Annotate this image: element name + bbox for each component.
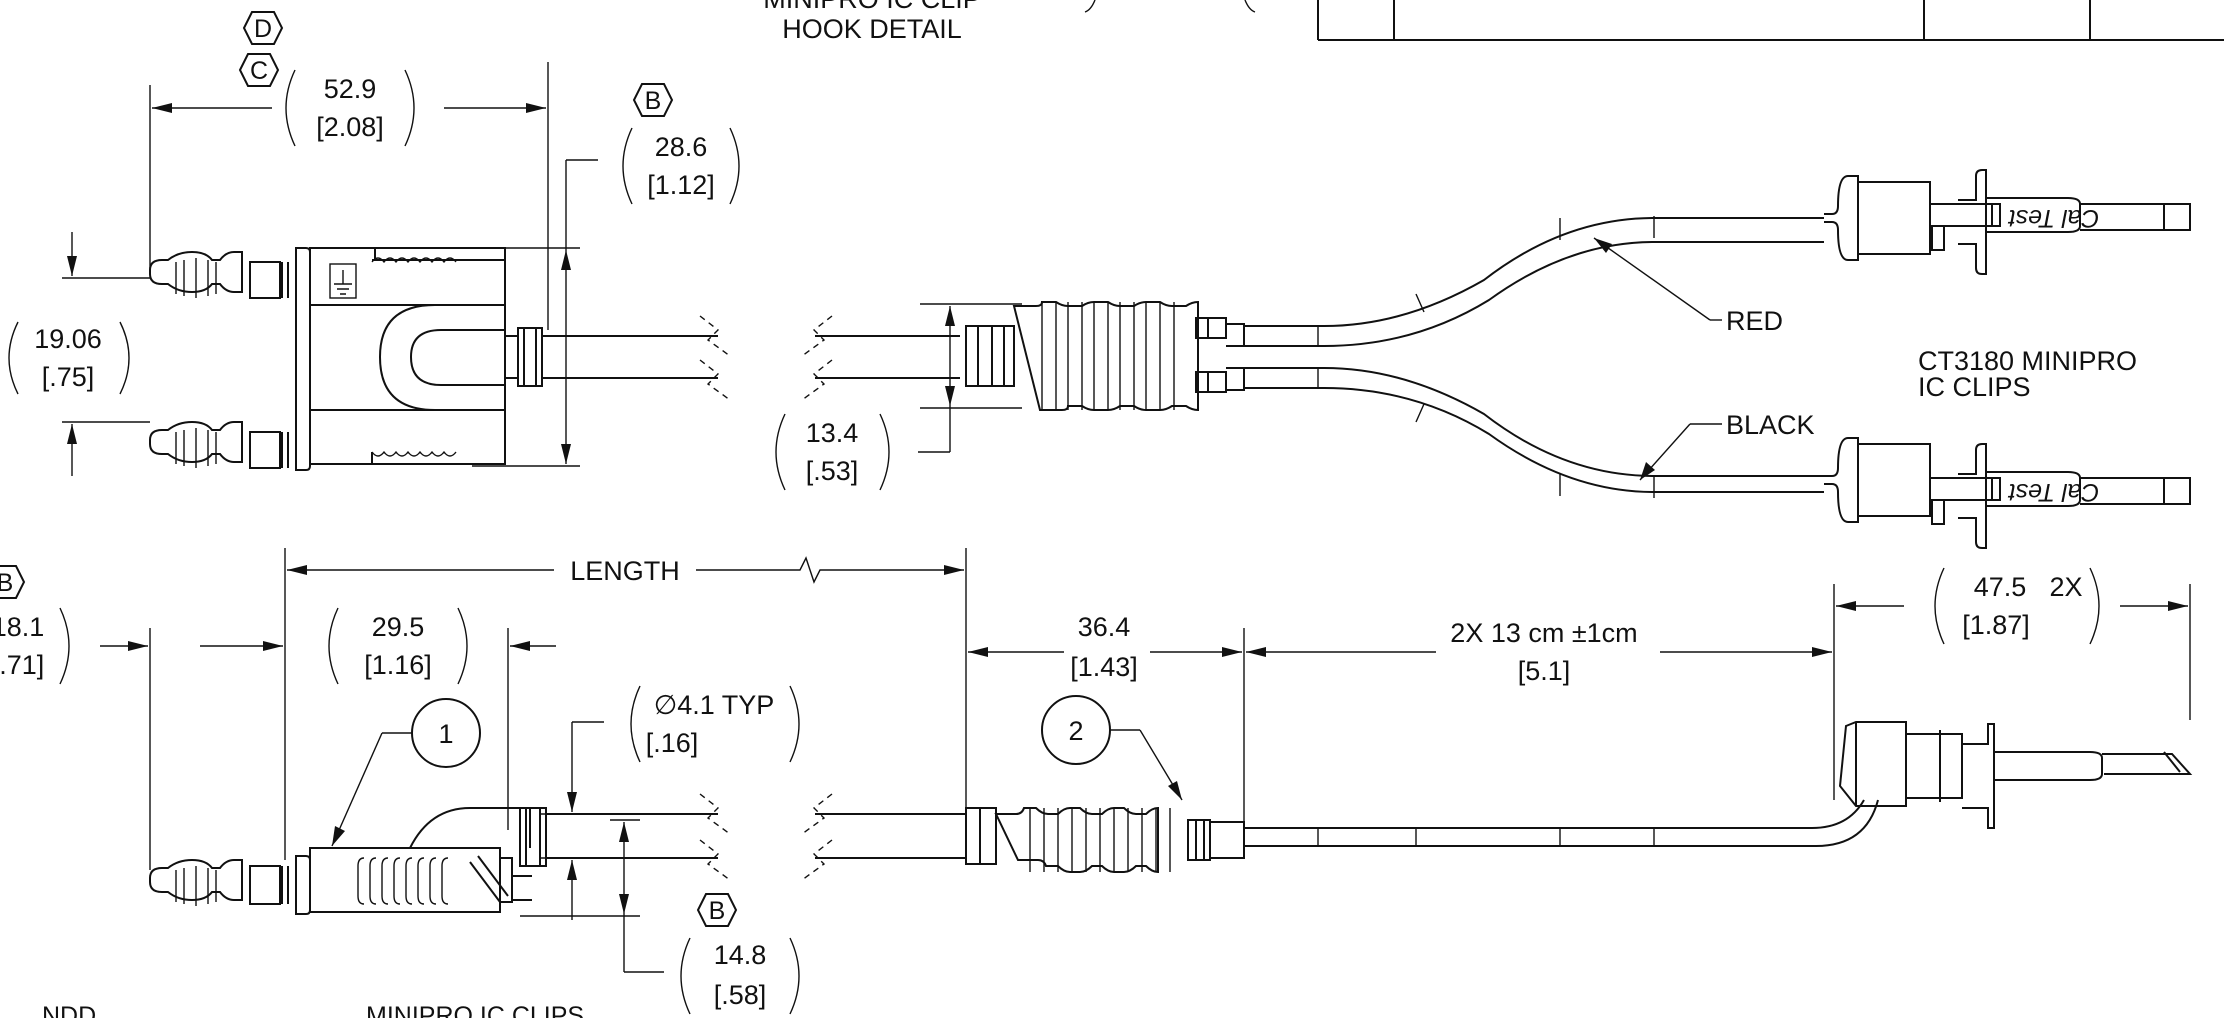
dim-clip-length: 47.5 2X [1.87] [1836, 567, 2191, 720]
dim-boot-length: 36.4 [1.43] [968, 612, 1245, 832]
dim-plug-height-mm: 28.6 [655, 132, 708, 162]
y-splitter-boot-top [965, 300, 1245, 412]
ic-clip-lower: Cal Test [1824, 437, 2191, 549]
dim-cable-dia: ∅4.1 TYP [.16] [540, 685, 800, 920]
banana-pin-upper [149, 250, 289, 299]
dim-boot-length-mm: 36.4 [1078, 612, 1131, 642]
dim-branch-length-mm: 2X 13 cm ±1cm [1450, 618, 1637, 648]
dim-grip-height-mm: 14.8 [714, 940, 767, 970]
dim-body-length-in: [1.16] [364, 650, 432, 680]
revision-flag-b-top: B [632, 83, 674, 117]
cable-bottom [546, 793, 966, 881]
ic-clip-side [1838, 721, 2193, 829]
dim-boot-length-in: [1.43] [1070, 652, 1138, 682]
title-line-1: MINIPRO IC CLIP [763, 0, 981, 14]
label-red: RED [1726, 306, 1783, 336]
svg-text:1: 1 [438, 719, 453, 749]
leader-red: RED [1593, 237, 1783, 336]
dim-body-length-mm: 29.5 [372, 612, 425, 642]
dual-banana-plug-top [149, 247, 543, 471]
svg-text:C: C [250, 57, 268, 85]
cable-branch-black [1244, 367, 1824, 498]
svg-text:2: 2 [1068, 716, 1083, 746]
revision-flag-d: D [242, 11, 284, 45]
label-clips-line-1: CT3180 MINIPRO [1918, 346, 2137, 376]
label-clips-line-2: IC CLIPS [1918, 372, 2031, 402]
cable-side-branch [1244, 799, 1879, 847]
bottom-fragment-left: NDD [42, 1002, 96, 1018]
dim-overall-width-mm: 52.9 [324, 74, 377, 104]
dim-cable-dia-mm: ∅4.1 TYP [654, 690, 775, 720]
dim-cable-dia-in: [.16] [646, 728, 699, 758]
svg-text:B: B [709, 897, 726, 925]
dim-clip-length-mm: 47.5 [1974, 572, 2027, 602]
dim-side-offset-mm: 18.1 [0, 612, 44, 642]
boot-side [965, 806, 1245, 874]
paren-fragment [1084, 0, 1256, 13]
revision-flag-b-left: B [0, 565, 26, 599]
dim-boot-height: 13.4 [.53] [775, 303, 1022, 491]
clip-brand-lower: Cal Test [2008, 478, 2100, 506]
balloon-1: 1 [331, 698, 481, 847]
dim-pin-spacing-mm: 19.06 [34, 324, 102, 354]
dim-grip-height: 14.8 [.58] [520, 819, 800, 1015]
banana-plug-side [149, 807, 547, 915]
bottom-fragment-right: MINIPRO IC CLIPS [366, 1002, 584, 1018]
svg-text:B: B [0, 569, 13, 597]
dim-pin-spacing-in: [.75] [42, 362, 95, 392]
dim-boot-height-mm: 13.4 [806, 418, 859, 448]
balloon-2: 2 [1041, 695, 1183, 801]
svg-text:B: B [645, 87, 662, 115]
dim-clip-length-in: [1.87] [1962, 610, 2030, 640]
label-black: BLACK [1726, 410, 1815, 440]
dim-clip-length-qty: 2X [2049, 572, 2082, 602]
dim-boot-height-in: [.53] [806, 456, 859, 486]
cable-top-left [542, 315, 960, 401]
dim-plug-height-in: [1.12] [647, 170, 715, 200]
dim-branch-length: 2X 13 cm ±1cm [5.1] [1246, 584, 1835, 800]
dim-grip-height-in: [.58] [714, 980, 767, 1010]
banana-pin-lower [149, 420, 289, 469]
dim-plug-height: 28.6 [1.12] [472, 127, 740, 467]
title-fragment: MINIPRO IC CLIP HOOK DETAIL [763, 0, 1256, 44]
dim-side-offset-in: [.71] [0, 650, 44, 680]
dim-overall-width-in: [2.08] [316, 112, 384, 142]
clip-brand-upper: Cal Test [2008, 204, 2100, 232]
leader-black: BLACK [1639, 410, 1815, 481]
title-block [1317, 0, 2224, 41]
dim-pin-spacing: 19.06 [.75] [8, 232, 150, 476]
ic-clip-upper: Cal Test [1824, 169, 2191, 275]
revision-flag-b-bottom: B [696, 893, 738, 927]
label-length: LENGTH [570, 556, 680, 586]
dim-length: LENGTH [284, 548, 967, 860]
title-line-2: HOOK DETAIL [782, 14, 962, 44]
dim-side-offset: 18.1 [.71] [0, 607, 283, 870]
svg-text:D: D [254, 15, 272, 43]
dim-overall-width: 52.9 [2.08] [149, 62, 549, 330]
dim-branch-length-in: [5.1] [1518, 656, 1571, 686]
revision-flag-c: C [238, 53, 280, 87]
dim-body-length: 29.5 [1.16] [328, 607, 556, 830]
